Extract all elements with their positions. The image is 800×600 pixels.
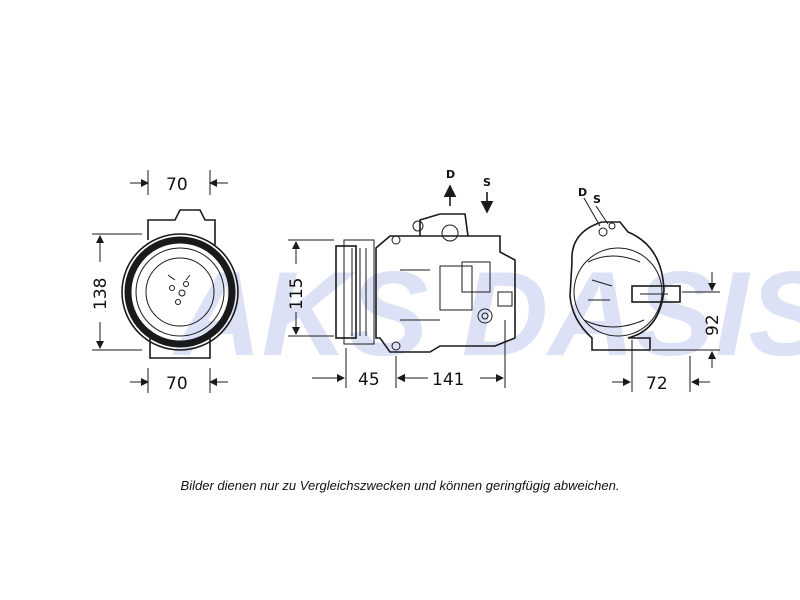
- rear-connector: [631, 285, 681, 303]
- front-width-top-label: 70: [166, 175, 188, 195]
- disclaimer-caption: Bilder dienen nur zu Vergleichszwecken u…: [180, 478, 620, 493]
- front-pulley-outer: [121, 233, 239, 351]
- rear-width-label: 72: [646, 374, 668, 394]
- front-bottom-mount: [149, 330, 211, 359]
- side-port-s-label: S: [483, 176, 491, 189]
- rear-port-s-label: S: [593, 193, 601, 206]
- front-height-label: 138: [91, 278, 111, 310]
- front-pulley-inner: [135, 247, 225, 337]
- side-depth-main-label: 141: [432, 370, 464, 390]
- watermark: AKS DASIS: [172, 247, 800, 381]
- side-height-label: 115: [287, 278, 307, 310]
- rear-height-label: 92: [703, 314, 723, 336]
- front-clutch-plate: [145, 257, 215, 327]
- side-depth-front-label: 45: [358, 370, 380, 390]
- side-port-d-label: D: [446, 168, 455, 181]
- front-top-mount: [147, 209, 216, 245]
- rear-view: D S 92 72: [569, 186, 723, 394]
- rear-housing: [573, 247, 663, 337]
- front-width-bottom-label: 70: [166, 374, 188, 394]
- front-pulley-belt: [124, 236, 236, 348]
- front-view: 70 70 138: [91, 170, 239, 394]
- side-port-block: [419, 213, 469, 237]
- side-body: [375, 235, 516, 353]
- side-pulley: [335, 245, 357, 339]
- side-view: D S 115 45 141: [287, 168, 516, 390]
- rear-port-d-label: D: [578, 186, 587, 199]
